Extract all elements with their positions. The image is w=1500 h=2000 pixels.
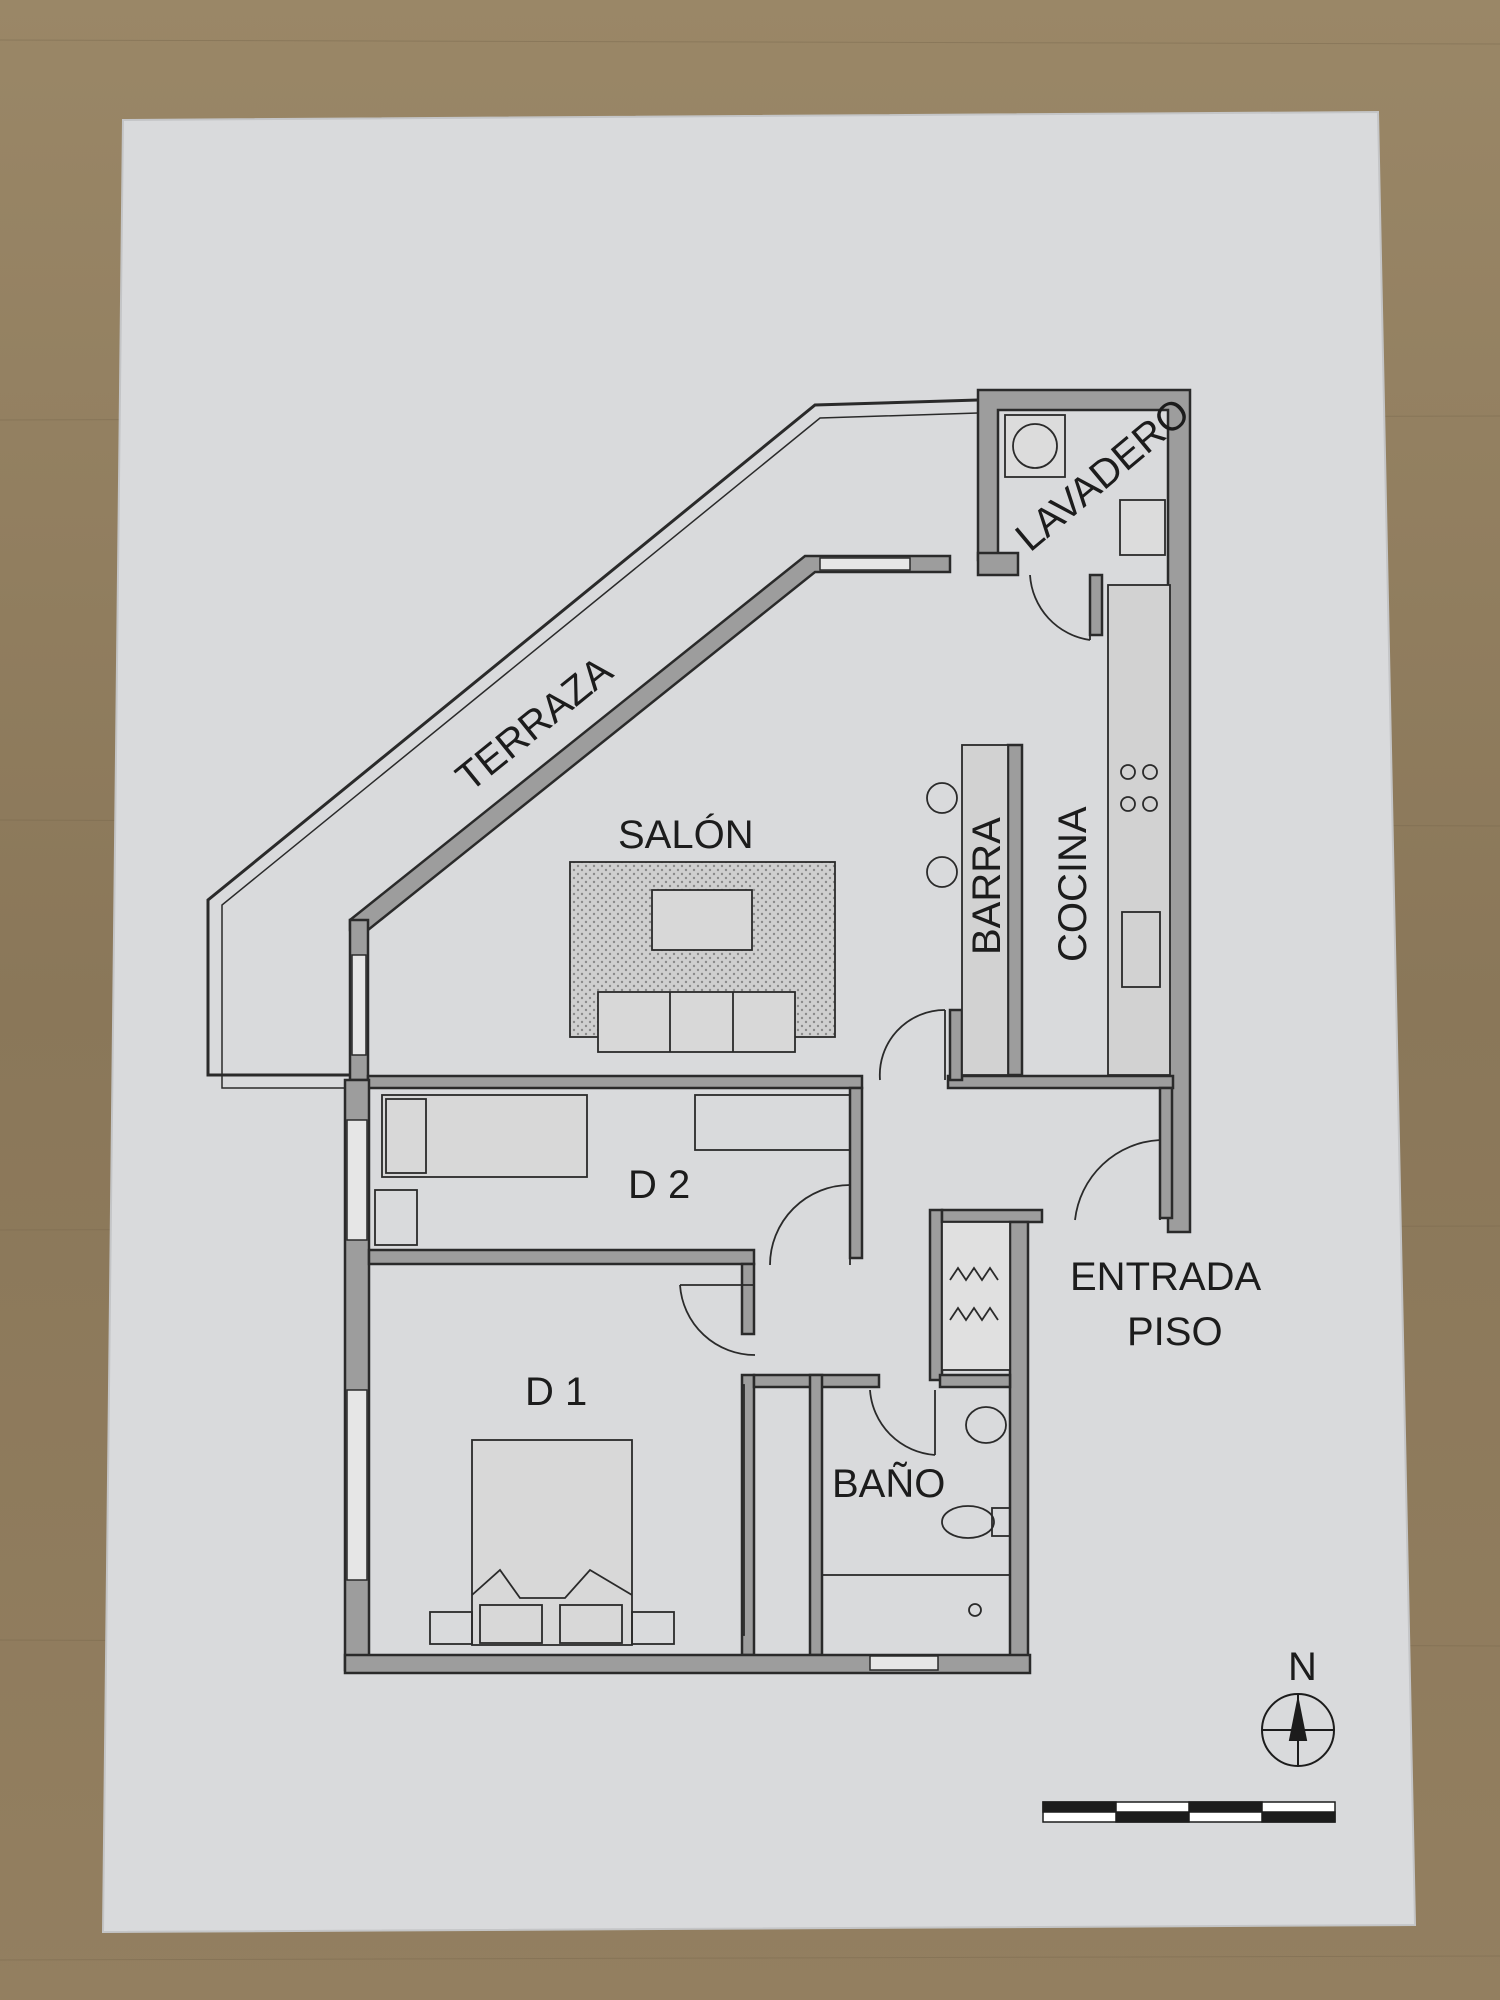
label-d1: D 1 (525, 1370, 587, 1414)
terrace-outline (206, 398, 979, 1089)
label-piso: PISO (1127, 1310, 1223, 1354)
label-entrada: ENTRADA (1070, 1255, 1261, 1299)
label-bano: BAÑO (832, 1461, 945, 1506)
windows (346, 557, 939, 1671)
scale-bar (1042, 1801, 1336, 1823)
label-barra: BARRA (965, 817, 1009, 955)
compass-icon (1261, 1693, 1335, 1767)
label-salon: SALÓN (618, 812, 754, 857)
furniture (374, 414, 1171, 1656)
compass-label: N (1288, 1645, 1317, 1689)
label-cocina: COCINA (1051, 806, 1095, 962)
label-d2: D 2 (628, 1163, 690, 1207)
door-swings (679, 574, 1161, 1456)
